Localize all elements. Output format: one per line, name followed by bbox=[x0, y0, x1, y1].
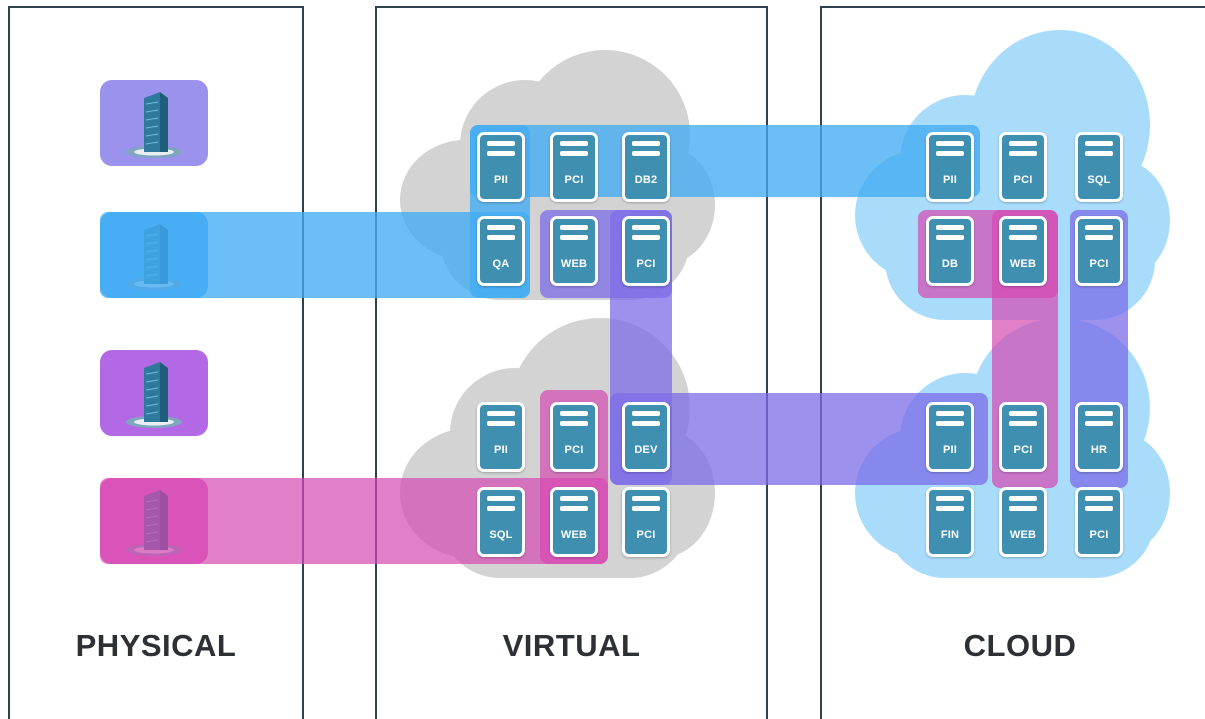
server-label: PCI bbox=[636, 529, 656, 541]
server-cloud-top-sql: SQL bbox=[1075, 132, 1123, 202]
server-label: PII bbox=[493, 444, 509, 456]
physical-column: PHYSICAL bbox=[8, 6, 304, 719]
building-icon bbox=[126, 362, 182, 428]
server-label: WEB bbox=[560, 258, 588, 270]
server-label: PCI bbox=[636, 258, 656, 270]
server-cloud-bottom-pci-2: PCI bbox=[1075, 487, 1123, 557]
server-virtual-bottom-web: WEB bbox=[550, 487, 598, 557]
server-cloud-top-pci-2: PCI bbox=[1075, 216, 1123, 286]
server-label: WEB bbox=[1009, 529, 1037, 541]
cloud-label: CLOUD bbox=[963, 628, 1077, 663]
virtual-column: VIRTUAL bbox=[375, 6, 768, 719]
server-virtual-bottom-pci-2: PCI bbox=[622, 487, 670, 557]
server-cloud-bottom-web: WEB bbox=[999, 487, 1047, 557]
cloud-column: CLOUD bbox=[820, 6, 1205, 719]
server-label: PCI bbox=[1089, 529, 1109, 541]
server-label: SQL bbox=[1087, 174, 1111, 186]
server-label: DB2 bbox=[634, 174, 658, 186]
server-cloud-bottom-pci: PCI bbox=[999, 402, 1047, 472]
server-virtual-bottom-pii: PII bbox=[477, 402, 525, 472]
building-icon bbox=[126, 92, 182, 158]
blue-connector-top bbox=[470, 125, 980, 197]
server-label: WEB bbox=[1009, 258, 1037, 270]
server-virtual-bottom-pci: PCI bbox=[550, 402, 598, 472]
server-virtual-bottom-sql: SQL bbox=[477, 487, 525, 557]
server-label: QA bbox=[492, 258, 510, 270]
server-cloud-top-db: DB bbox=[926, 216, 974, 286]
server-virtual-bottom-dev: DEV bbox=[622, 402, 670, 472]
server-label: PCI bbox=[564, 174, 584, 186]
server-cloud-bottom-fin: FIN bbox=[926, 487, 974, 557]
server-virtual-top-pii: PII bbox=[477, 132, 525, 202]
physical-label: PHYSICAL bbox=[75, 628, 237, 663]
server-label: PCI bbox=[564, 444, 584, 456]
server-virtual-top-web: WEB bbox=[550, 216, 598, 286]
server-label: PII bbox=[493, 174, 509, 186]
server-label: PII bbox=[942, 174, 958, 186]
server-cloud-bottom-hr: HR bbox=[1075, 402, 1123, 472]
server-label: PCI bbox=[1013, 444, 1033, 456]
server-virtual-top-pci-2: PCI bbox=[622, 216, 670, 286]
physical-building-tile-3 bbox=[100, 350, 208, 436]
server-label: PII bbox=[942, 444, 958, 456]
server-virtual-top-db2: DB2 bbox=[622, 132, 670, 202]
server-virtual-top-pci: PCI bbox=[550, 132, 598, 202]
server-label: DEV bbox=[634, 444, 658, 456]
server-label: PCI bbox=[1089, 258, 1109, 270]
server-label: FIN bbox=[940, 529, 960, 541]
server-cloud-top-pci: PCI bbox=[999, 132, 1047, 202]
server-label: WEB bbox=[560, 529, 588, 541]
server-cloud-bottom-pii: PII bbox=[926, 402, 974, 472]
server-cloud-top-pii: PII bbox=[926, 132, 974, 202]
magenta-connector-horizontal bbox=[100, 478, 608, 564]
server-virtual-top-qa: QA bbox=[477, 216, 525, 286]
server-label: SQL bbox=[489, 529, 513, 541]
server-label: HR bbox=[1090, 444, 1108, 456]
server-label: DB bbox=[941, 258, 959, 270]
blue-connector-horizontal bbox=[100, 212, 530, 298]
server-cloud-top-web: WEB bbox=[999, 216, 1047, 286]
virtual-label: VIRTUAL bbox=[502, 628, 641, 663]
physical-building-tile-1 bbox=[100, 80, 208, 166]
server-label: PCI bbox=[1013, 174, 1033, 186]
